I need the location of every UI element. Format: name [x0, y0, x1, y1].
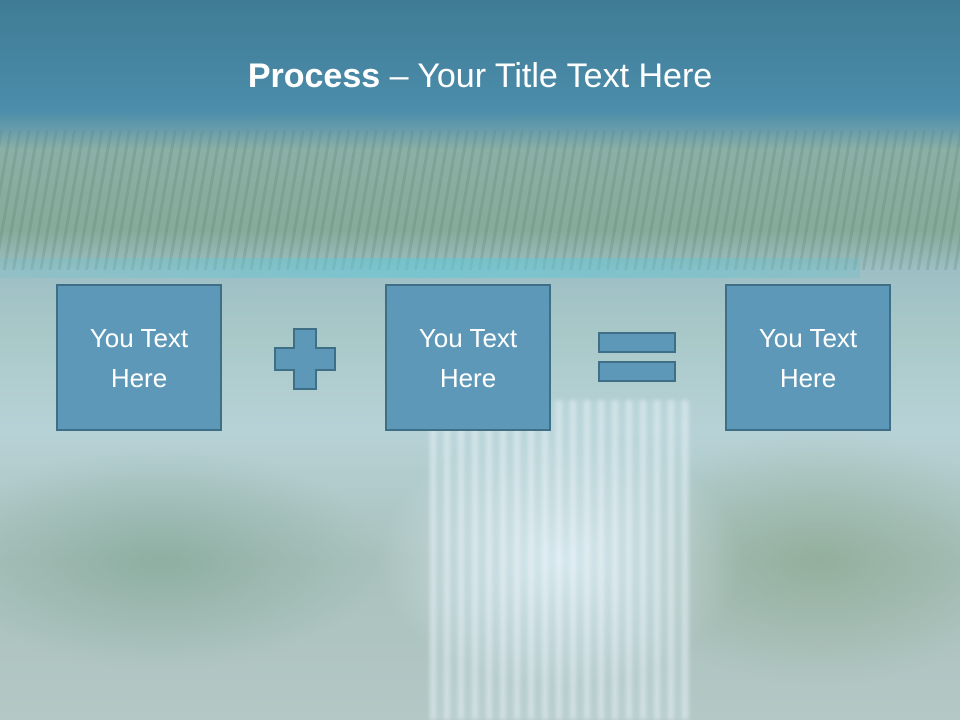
- process-box-1[interactable]: You Text Here: [56, 284, 222, 431]
- title-rest-text: – Your Title Text Here: [380, 57, 713, 95]
- background-water: [0, 258, 860, 278]
- slide-title[interactable]: Process – Your Title Text Here: [0, 54, 960, 98]
- title-band: [0, 0, 960, 150]
- process-box-2[interactable]: You Text Here: [385, 284, 551, 431]
- process-box-1-text: You Text Here: [89, 322, 189, 393]
- title-bold-text: Process: [247, 57, 381, 95]
- process-box-2-text: You Text Here: [418, 322, 518, 393]
- background-waterfall: [430, 400, 690, 720]
- plus-icon: [274, 328, 336, 390]
- process-box-3[interactable]: You Text Here: [725, 284, 891, 431]
- process-box-3-text: You Text Here: [758, 322, 858, 393]
- background-vegetation: [0, 130, 960, 270]
- equals-icon: [598, 332, 676, 382]
